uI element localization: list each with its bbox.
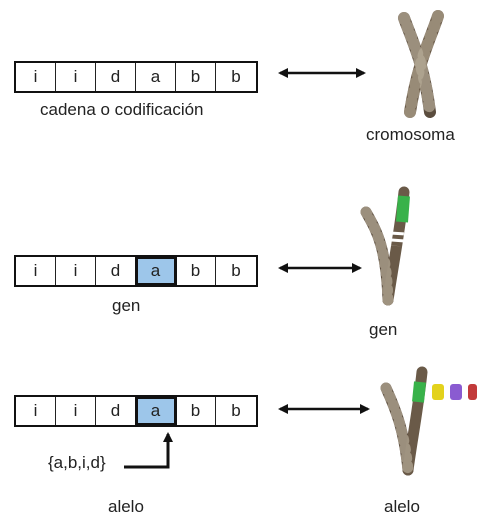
string-cell: d: [96, 257, 136, 285]
string-cell: i: [16, 397, 56, 425]
allele-red-icon: [468, 384, 477, 400]
string-cell: a: [136, 63, 176, 91]
chromosome-allele-icon: [380, 366, 428, 476]
string-cell: b: [176, 397, 216, 425]
string-cell: d: [96, 397, 136, 425]
encoding-string-row-2: i i d a b b: [14, 255, 258, 287]
string-cell: i: [56, 63, 96, 91]
encoding-string-row-3: i i d a b b: [14, 395, 258, 427]
string-label-cadena: cadena o codificación: [40, 100, 204, 119]
gene-label-left: gen: [112, 296, 141, 315]
string-cell: i: [56, 397, 96, 425]
allele-cell-highlight: a: [135, 396, 177, 426]
allele-set-label: {a,b,i,d}: [48, 453, 106, 472]
allele-yellow-icon: [432, 384, 444, 400]
allele-label-left: alelo: [108, 497, 144, 516]
chromosome-gene-icon: [360, 186, 410, 306]
chromosome-icon: [398, 10, 444, 118]
string-cell: b: [176, 257, 216, 285]
allele-pointer-arrow: [124, 432, 173, 469]
string-cell: i: [56, 257, 96, 285]
allele-purple-icon: [450, 384, 462, 400]
string-cell: d: [96, 63, 136, 91]
gene-cell-highlight: a: [135, 256, 177, 286]
encoding-string-row-1: i i d a b b: [14, 61, 258, 93]
string-cell: i: [16, 63, 56, 91]
string-cell: b: [176, 63, 216, 91]
chromosome-label: cromosoma: [366, 125, 455, 144]
gene-label-right: gen: [369, 320, 398, 339]
string-cell: b: [231, 261, 241, 280]
string-cell: b: [231, 67, 241, 86]
allele-label-right: alelo: [384, 497, 420, 516]
string-cell: i: [16, 257, 56, 285]
string-cell: b: [231, 401, 241, 420]
